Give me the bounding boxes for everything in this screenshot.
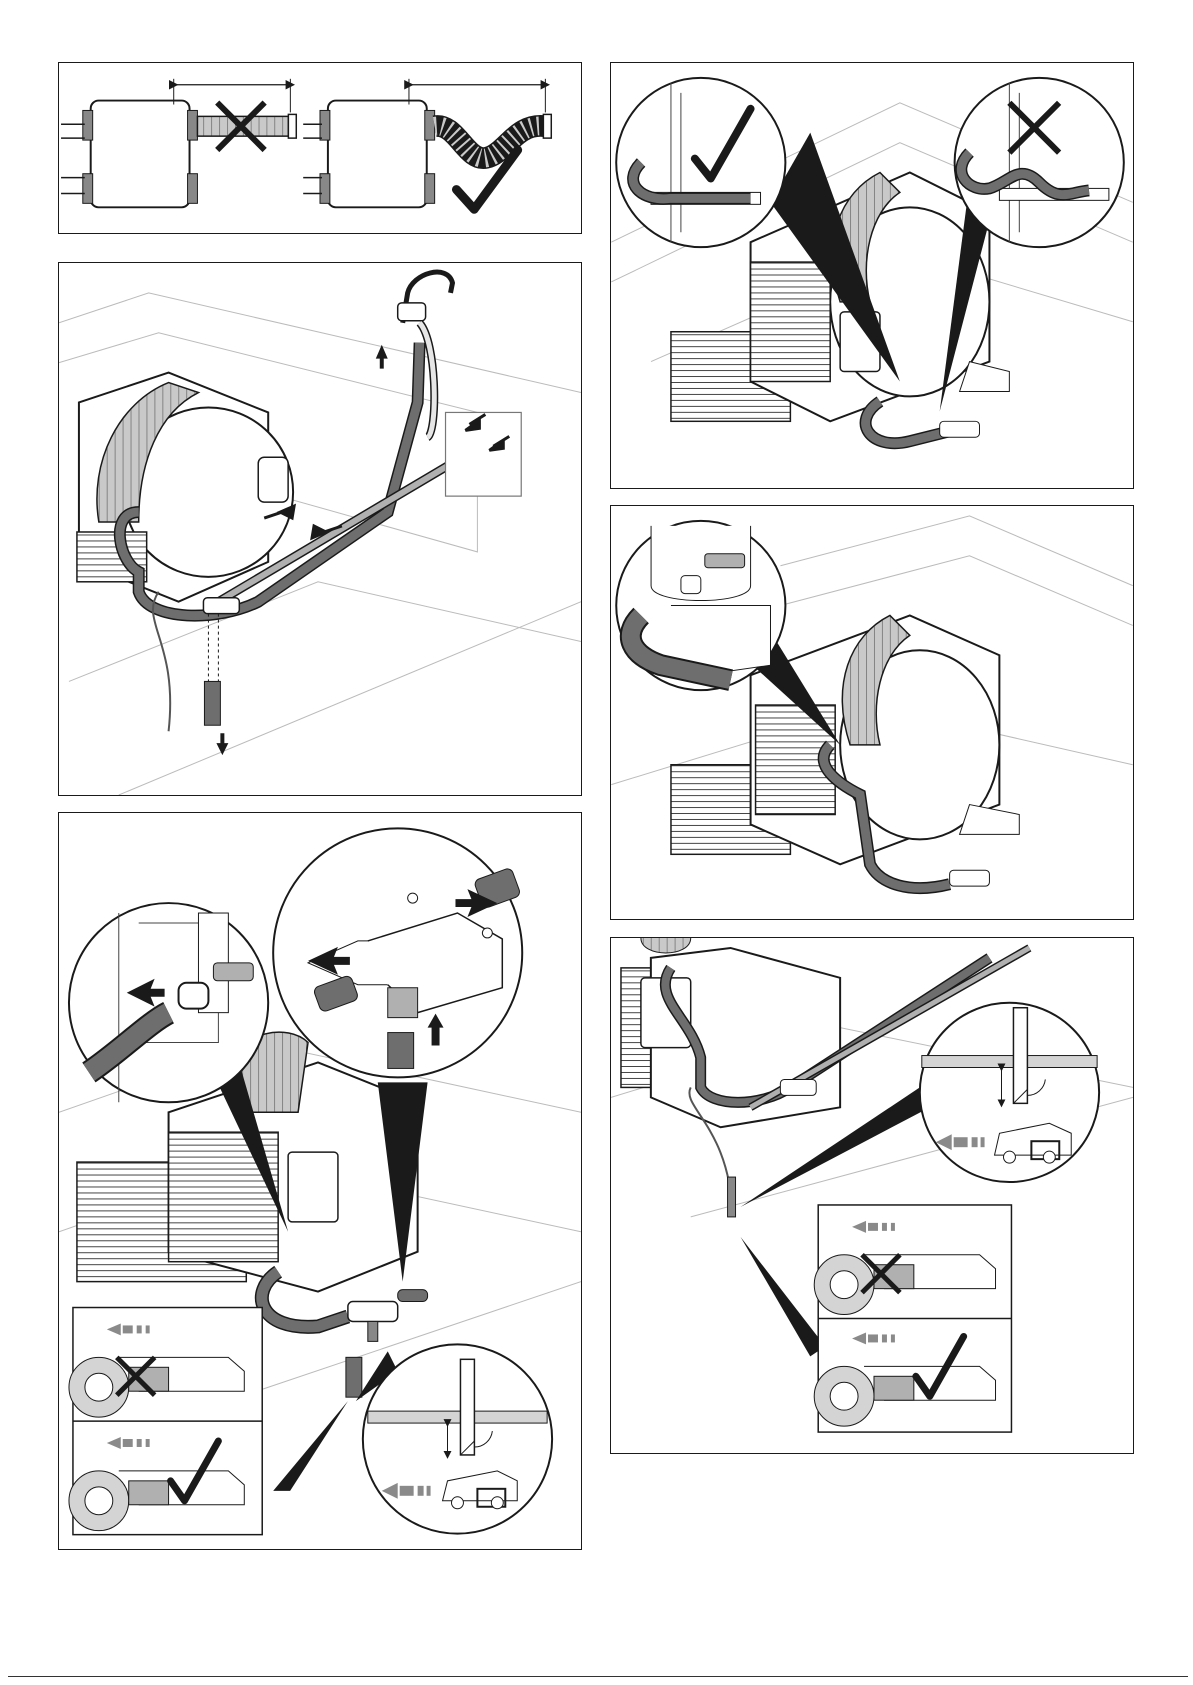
heater-unit-right [303, 101, 434, 208]
vehicle-position-inset [814, 1205, 1011, 1432]
figure-hose-length-rule [58, 62, 582, 234]
heater-unit [77, 373, 293, 602]
figure-drain-outlet-position [610, 937, 1134, 1454]
heater-unit [751, 615, 1020, 864]
drain-valve [348, 1290, 428, 1342]
drain-valve [780, 1079, 816, 1095]
detail-circle-cut-angle [356, 1344, 552, 1533]
figure-drain-valve-assembly [58, 812, 582, 1550]
detail-circle-correct-routing [616, 78, 785, 247]
detail-circle-wrong-routing [955, 78, 1124, 247]
heater-unit-left [61, 101, 197, 208]
drain-pipe [728, 1177, 736, 1217]
drain-pipe [346, 1357, 362, 1397]
cabinet-box [446, 412, 522, 496]
figure-connection-overview [58, 262, 582, 796]
figure-connector-detail [610, 505, 1134, 920]
vehicle-position-inset [69, 1308, 262, 1535]
page-footer-rule [8, 1676, 1188, 1677]
figure-hose-routing-rule [610, 62, 1134, 489]
detail-circle-cut-angle [920, 1003, 1099, 1182]
detail-circle-connector [616, 521, 785, 690]
